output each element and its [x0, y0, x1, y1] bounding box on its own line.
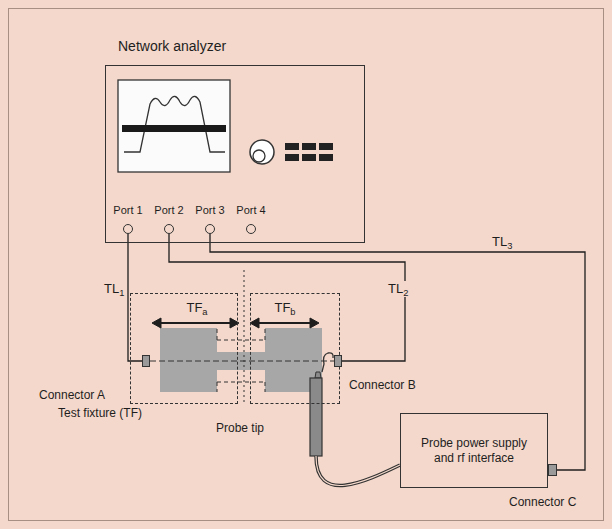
connector: Connector B	[334, 355, 342, 367]
fixture-outline	[217, 382, 265, 383]
probe	[316, 456, 400, 486]
fixture-pads	[160, 328, 217, 392]
analyzer-screen	[118, 80, 230, 172]
fixture-outline	[217, 328, 265, 392]
analyzer-buttons	[319, 154, 333, 161]
port-label: Port 4	[236, 204, 265, 217]
analyzer-knob	[250, 140, 274, 164]
fixture-outline	[265, 328, 266, 340]
port-jack	[123, 224, 133, 234]
analyzer-box: Network analyzerPort 1Port 2Port 3Port 4	[105, 65, 365, 243]
port: Port 4	[235, 204, 267, 234]
connector-label: Connector A	[39, 388, 105, 402]
probe	[310, 353, 400, 486]
fixture-pads	[160, 328, 322, 392]
port-jack	[205, 224, 215, 234]
analyzer-buttons	[319, 143, 333, 150]
outer-frame	[9, 9, 604, 521]
fixture-section: TFa	[130, 293, 238, 404]
probe	[322, 353, 333, 372]
fixture-outline	[265, 382, 266, 392]
fixture-outline	[217, 382, 218, 392]
fixture-outline	[217, 340, 265, 341]
reference-plane	[244, 270, 245, 404]
transmission-line	[169, 234, 405, 361]
section-label: TFb	[274, 300, 295, 316]
signal-line	[150, 361, 334, 362]
dimension-arrow	[250, 318, 259, 328]
analyzer-title: Network analyzer	[118, 38, 226, 55]
port-jack	[246, 224, 256, 234]
connector: Connector C	[548, 464, 557, 476]
box-label: Probe power supply and rf interface	[411, 436, 537, 465]
port: Port 2	[153, 204, 185, 234]
analyzer-buttons	[285, 143, 333, 161]
dimension-arrow	[256, 322, 313, 324]
line-label: TL1	[102, 281, 126, 297]
signal-line	[150, 361, 334, 362]
probe	[316, 456, 400, 486]
fixture-outline	[217, 328, 218, 340]
connector: Connector A	[142, 355, 150, 367]
probe	[310, 378, 322, 456]
analyzer-screen	[122, 125, 226, 132]
port-label: Port 3	[195, 204, 224, 217]
section-label: TFa	[186, 300, 207, 316]
dimension-arrow	[310, 318, 319, 328]
line-label: TL3	[490, 234, 514, 250]
dimension-arrow	[152, 318, 319, 328]
analyzer-screen	[124, 96, 225, 152]
port: Port 3	[194, 204, 226, 234]
port-jack	[164, 224, 174, 234]
analyzer-knob	[253, 150, 265, 162]
port-label: Port 1	[113, 204, 142, 217]
analyzer-buttons	[285, 154, 299, 161]
dimension-arrow	[152, 318, 161, 328]
port-label: Port 2	[154, 204, 183, 217]
fixture-label: Test fixture (TF)	[58, 406, 142, 420]
analyzer-screen	[118, 80, 230, 172]
probe	[315, 372, 321, 378]
dimension-arrow	[158, 322, 233, 324]
reference-plane	[244, 270, 245, 404]
analyzer-buttons	[302, 154, 316, 161]
analyzer-buttons	[285, 143, 299, 150]
probe-label: Probe tip	[216, 421, 264, 435]
connector-label: Connector B	[349, 378, 416, 392]
outer-frame	[9, 9, 604, 521]
port: Port 1	[112, 204, 144, 234]
connector-label: Connector C	[509, 495, 576, 509]
analyzer-buttons	[302, 143, 316, 150]
transmission-line	[210, 234, 585, 470]
fixture-section: TFb	[250, 293, 340, 404]
power-supply-box: Probe power supply and rf interface	[400, 413, 548, 488]
line-label: TL2	[386, 281, 410, 297]
analyzer-knob	[250, 140, 274, 164]
